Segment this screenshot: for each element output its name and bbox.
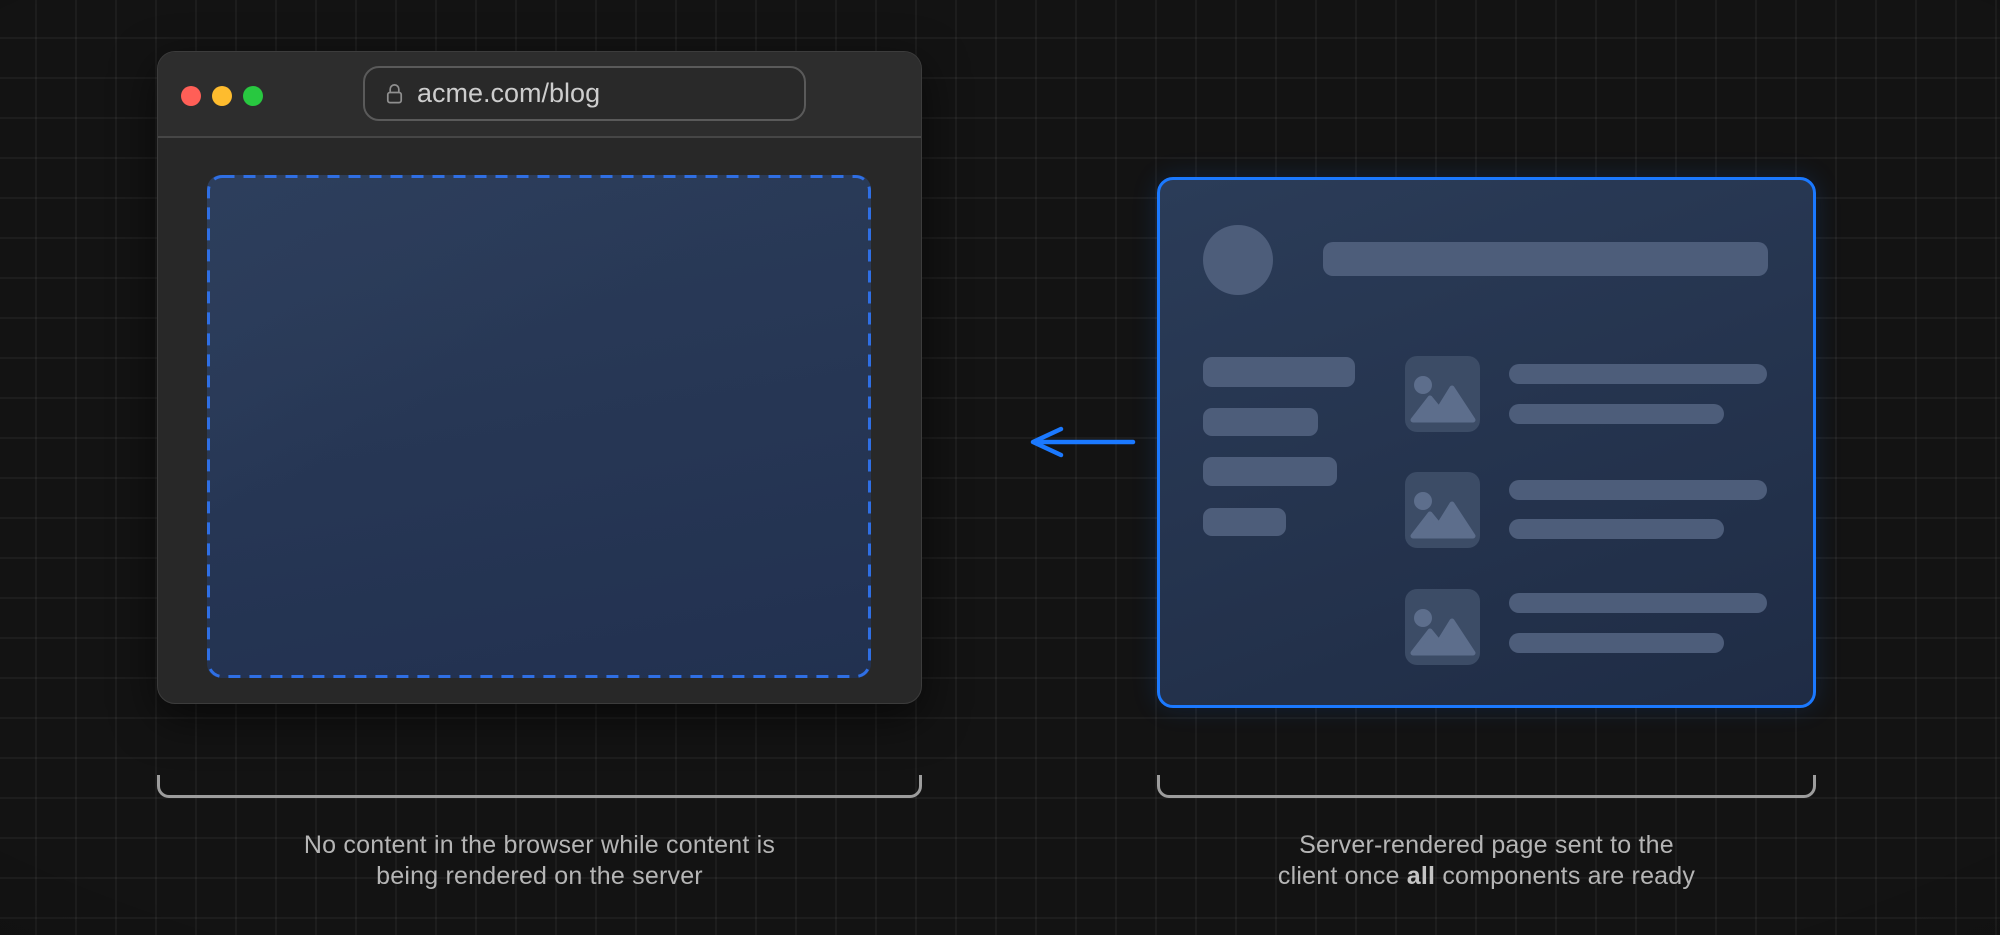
dashed-outline [207, 175, 871, 678]
caption-server-line1: Server-rendered page sent to the [1299, 831, 1674, 859]
text-line-placeholder [1509, 633, 1724, 653]
image-icon [1410, 492, 1476, 539]
caption-server: Server-rendered page sent to the client … [1157, 830, 1816, 892]
bracket-under-card [1157, 775, 1816, 798]
text-line-placeholder [1509, 480, 1767, 500]
header-bar-placeholder [1323, 242, 1768, 276]
caption-server-line2-pre: client once [1277, 862, 1407, 890]
text-line-placeholder [1509, 593, 1767, 613]
sidebar-bar-placeholder [1203, 357, 1355, 387]
traffic-light-close-icon [181, 86, 201, 106]
sidebar-bar-placeholder [1203, 457, 1337, 486]
image-icon [1410, 609, 1476, 656]
arrow-left-icon [1030, 426, 1136, 458]
caption-browser-line2: being rendered on the server [376, 862, 703, 890]
thumbnail-placeholder [1405, 472, 1480, 548]
caption-browser: No content in the browser while content … [157, 830, 922, 892]
server-rendered-page [1157, 177, 1816, 708]
sidebar-bar-placeholder [1203, 408, 1318, 436]
lock-icon [386, 84, 403, 104]
thumbnail-placeholder [1405, 589, 1480, 665]
text-line-placeholder [1509, 519, 1724, 539]
url-bar: acme.com/blog [363, 66, 806, 121]
traffic-light-minimize-icon [212, 86, 232, 106]
image-icon [1410, 376, 1476, 423]
caption-server-line2-bold: all [1406, 862, 1436, 890]
thumbnail-placeholder [1405, 356, 1480, 432]
text-line-placeholder [1509, 364, 1767, 384]
url-text: acme.com/blog [417, 78, 601, 108]
pending-content-placeholder [207, 175, 871, 678]
traffic-light-zoom-icon [243, 86, 263, 106]
sidebar-bar-placeholder [1203, 508, 1286, 536]
browser-window: acme.com/blog [157, 51, 922, 704]
browser-viewport [158, 138, 921, 703]
text-line-placeholder [1509, 404, 1724, 424]
avatar-placeholder [1203, 225, 1273, 295]
caption-browser-line1: No content in the browser while content … [303, 831, 776, 859]
caption-server-line2-post: components are ready [1435, 862, 1696, 890]
browser-titlebar: acme.com/blog [158, 52, 921, 138]
bracket-under-browser [157, 775, 922, 798]
